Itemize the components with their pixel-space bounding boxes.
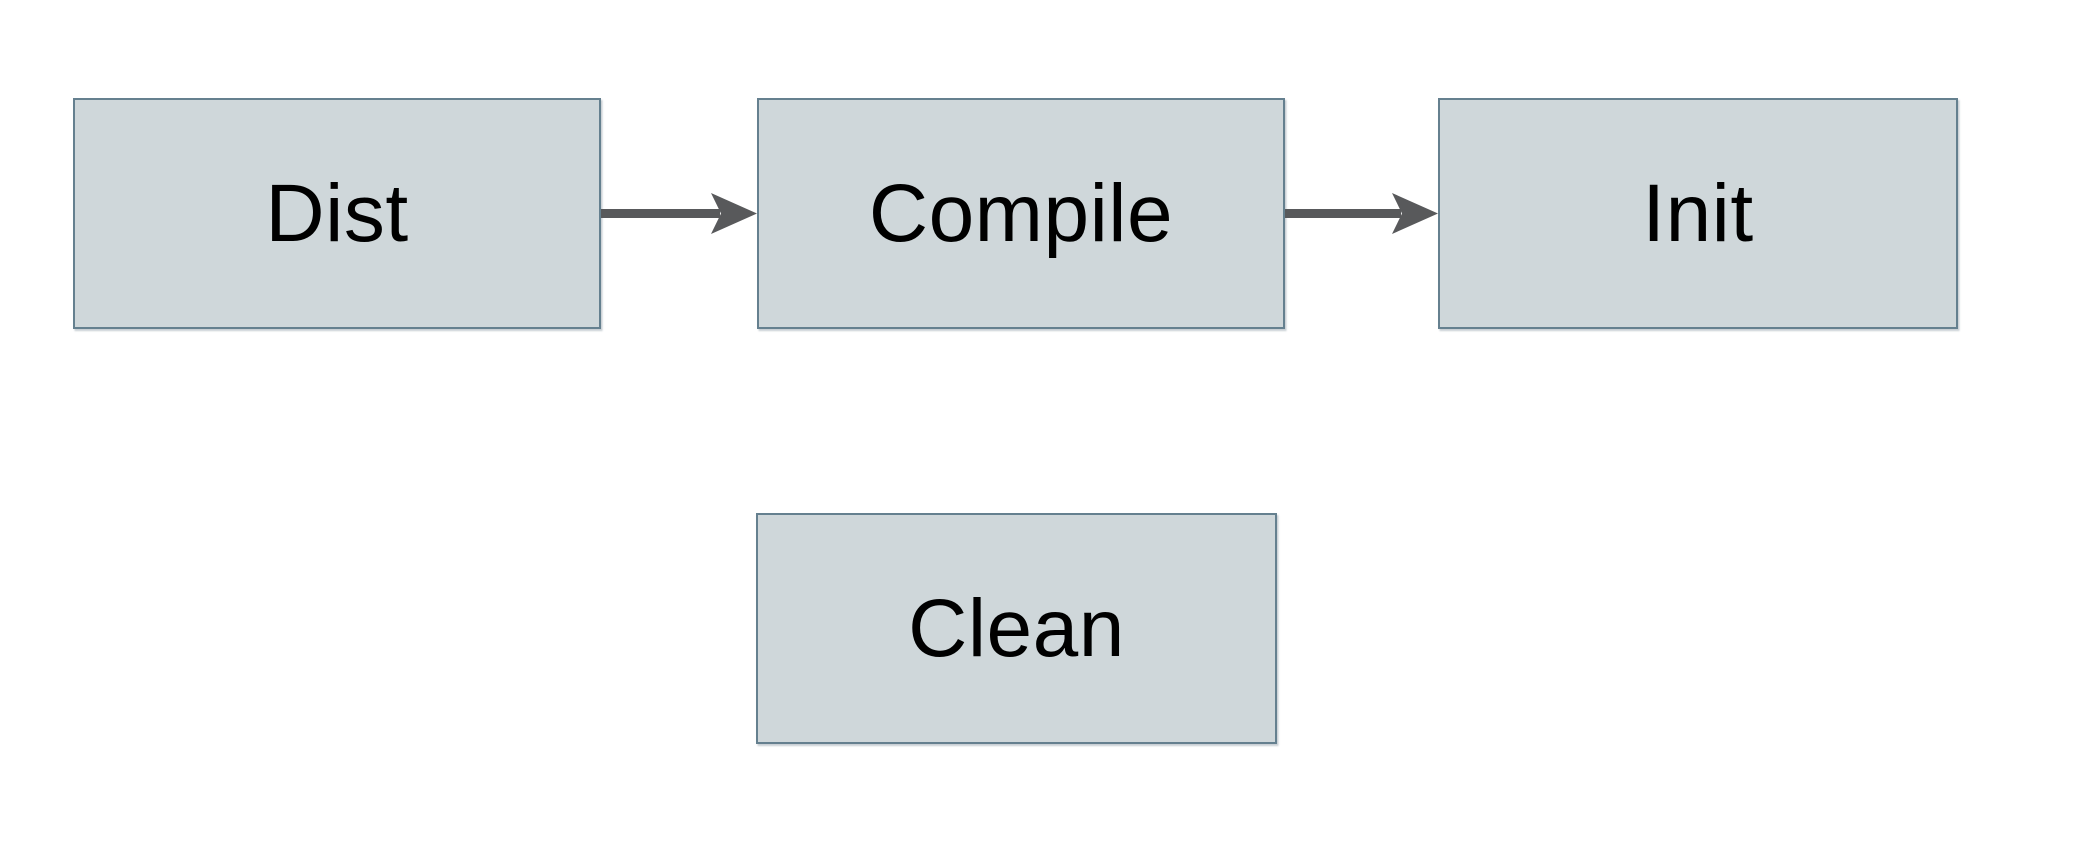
arrow-compile-to-init-icon <box>1285 193 1438 234</box>
node-dist: Dist <box>73 98 601 329</box>
node-compile-label: Compile <box>868 167 1174 259</box>
node-clean: Clean <box>756 513 1277 744</box>
node-dist-label: Dist <box>265 167 409 259</box>
node-clean-label: Clean <box>908 582 1125 674</box>
node-init: Init <box>1438 98 1958 329</box>
node-init-label: Init <box>1642 167 1754 259</box>
node-compile: Compile <box>757 98 1285 329</box>
arrow-dist-to-compile-icon <box>601 193 757 234</box>
